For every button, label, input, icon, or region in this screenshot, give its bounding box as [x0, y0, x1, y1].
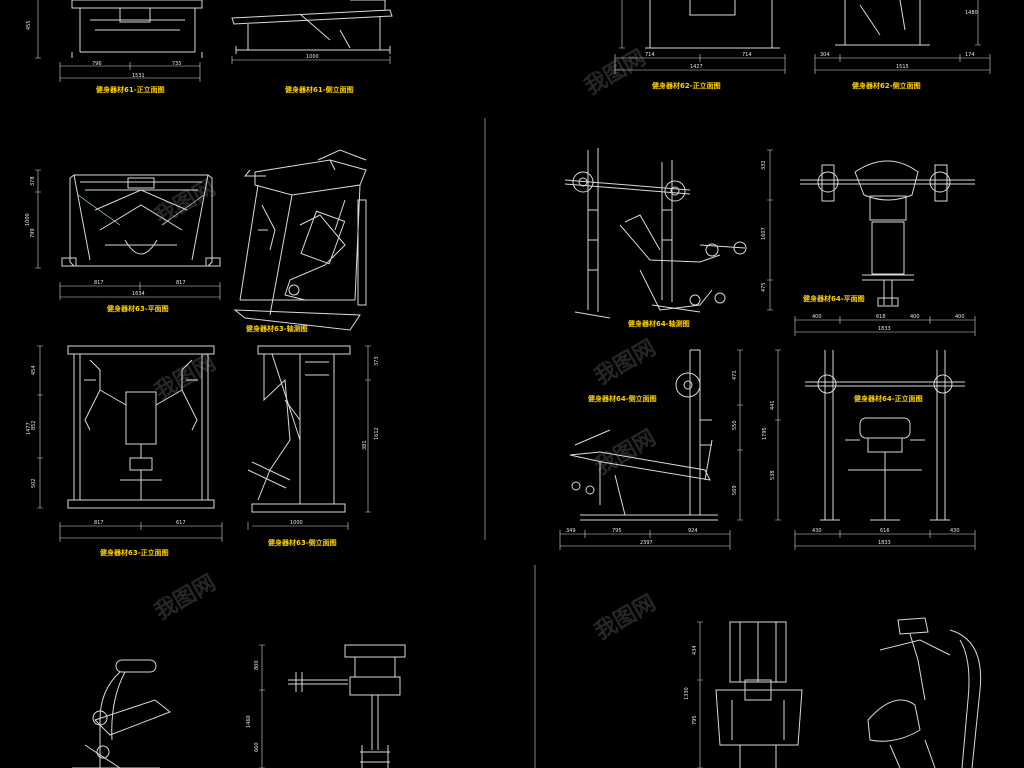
- caption-61-front: 健身器材61-正立面图: [96, 85, 165, 94]
- equipment-65-side-view: 800 1460 660: [246, 644, 406, 768]
- equipment-65-front-view: [72, 659, 171, 768]
- dim-d64v7: 441: [770, 400, 776, 410]
- dim-d64i: 2397: [640, 540, 653, 546]
- caption-63-side: 健身器材63-侧立面图: [268, 538, 337, 547]
- caption-63-axo: 健身器材63-轴测图: [246, 324, 308, 333]
- dim-d63v5: 1477: [26, 422, 32, 435]
- dim-d64v8: 538: [770, 470, 776, 480]
- watermark-text: 我图网: [581, 46, 651, 101]
- dim-d63v1: 378: [30, 176, 36, 186]
- dim-d64k: 616: [880, 528, 890, 534]
- equipment-63-axonometric-view: 健身器材63-轴测图: [233, 149, 367, 333]
- dim-d64f: 349: [566, 528, 576, 534]
- caption-61-side: 健身器材61-侧立面图: [285, 85, 354, 94]
- watermark-group: 我图网 我图网 我图网 我图网 我图网 我图网 我图网: [151, 46, 661, 646]
- dim-d61v: 455: [26, 20, 32, 30]
- dim-d63v6: 852: [31, 420, 37, 430]
- dim-d64v2: 1607: [761, 227, 767, 240]
- dim-d62f: 174: [965, 52, 975, 58]
- dim-d64m: 1833: [878, 540, 891, 546]
- dim-d64l: 430: [950, 528, 960, 534]
- dim-d61b: 1531: [132, 73, 145, 79]
- dim-d64e: 400: [955, 314, 965, 320]
- dim-d64g: 795: [612, 528, 622, 534]
- watermark-text: 我图网: [151, 571, 221, 626]
- dim-d64c: 400: [910, 314, 920, 320]
- dim-d63f: 617: [176, 520, 186, 526]
- dim-d64v6: 550: [732, 420, 738, 430]
- dim-d63c: 817: [176, 280, 186, 286]
- caption-64-side: 健身器材64-侧立面图: [588, 394, 657, 403]
- dim-d63v8: 1612: [374, 427, 380, 440]
- dim-d62d: 304: [820, 52, 830, 58]
- dim-d64a: 400: [812, 314, 822, 320]
- watermark-text: 我图网: [151, 176, 221, 231]
- equipment-66-front-view: 434 1330 795: [684, 621, 803, 768]
- equipment-61-side-view: 1000 健身器材61-侧立面图: [231, 0, 393, 94]
- dim-d62v: 1480: [965, 10, 978, 16]
- dim-d66v1: 434: [692, 645, 698, 655]
- dim-d61d: 1000: [306, 54, 319, 60]
- watermark-text: 我图网: [591, 336, 661, 391]
- caption-63-plan: 健身器材63-平面图: [107, 304, 169, 313]
- dim-d63g: 1000: [290, 520, 303, 526]
- dim-d64b: 618: [876, 314, 886, 320]
- equipment-62-side-view: 1480 304 1515 174 健身器材62-侧立面图: [814, 0, 991, 90]
- dim-d65v1: 800: [254, 660, 260, 670]
- dim-d62c: 714: [742, 52, 752, 58]
- dim-d64j: 430: [812, 528, 822, 534]
- equipment-64-front-view: 441 1795 538 430 616 430 1833 健身器材64-正立面…: [762, 349, 976, 550]
- dim-d63b: 1634: [132, 291, 145, 297]
- dim-d66v3: 795: [692, 715, 698, 725]
- caption-62-side: 健身器材62-侧立面图: [852, 81, 921, 90]
- equipment-64-side-view: 471 550 569 349 795 924 2397 健身器材64-侧立面图: [559, 349, 743, 550]
- dim-d62a: 714: [645, 52, 655, 58]
- dim-d64v1: 332: [761, 160, 767, 170]
- dim-d64v5: 1795: [762, 427, 768, 440]
- dim-d64h: 924: [688, 528, 698, 534]
- watermark-text: 我图网: [591, 591, 661, 646]
- dim-d64v3: 475: [761, 282, 767, 292]
- dim-d61c: 735: [172, 61, 182, 67]
- equipment-64-axonometric-view: 健身器材64-轴测图: [564, 148, 747, 328]
- caption-63-front: 健身器材63-正立面图: [100, 548, 169, 557]
- equipment-63-plan-view: 378 1000 799 817 1634 817 健身器材63-平面图: [25, 169, 221, 313]
- dim-d64v-low: 569: [732, 485, 738, 495]
- dim-d61a: 796: [92, 61, 102, 67]
- caption-64-front: 健身器材64-正立面图: [854, 394, 923, 403]
- dim-d63e: 817: [94, 520, 104, 526]
- caption-64-plan: 健身器材64-平面图: [803, 294, 865, 303]
- equipment-61-front-view: 455 796 1531 735 健身器材61-正立面图: [26, 0, 203, 94]
- dim-d63v9: 373: [374, 356, 380, 366]
- dim-d63v4: 454: [31, 365, 37, 375]
- dim-d64d: 1833: [878, 326, 891, 332]
- dim-d65v3: 660: [254, 742, 260, 752]
- equipment-63-side-view: 373 1612 381 1000 健身器材63-侧立面图: [247, 345, 380, 547]
- caption-64-axo: 健身器材64-轴测图: [628, 319, 690, 328]
- dim-d64v4: 471: [732, 370, 738, 380]
- dim-d63a: 817: [94, 280, 104, 286]
- dim-d66v2: 1330: [684, 687, 690, 700]
- dim-d63v-inner: 381: [362, 440, 368, 450]
- equipment-64-plan-view: 332 1607 475 400 618 400 400 1833 健身器材64…: [761, 149, 976, 336]
- dim-d62b: 1427: [690, 64, 703, 70]
- dim-d63v3: 799: [30, 228, 36, 238]
- caption-62-front: 健身器材62-正立面图: [652, 81, 721, 90]
- equipment-66-side-view: [867, 617, 982, 768]
- dim-d63v2: 1000: [25, 213, 31, 226]
- dim-d62e: 1515: [896, 64, 909, 70]
- equipment-63-front-view: 454 1477 852 502 817 617 健身器材63-正立面图: [26, 345, 223, 557]
- dim-d63v7: 502: [31, 478, 37, 488]
- dim-d65v2: 1460: [246, 715, 252, 728]
- equipment-62-front-view: 714 1427 714 健身器材62-正立面图: [614, 0, 786, 90]
